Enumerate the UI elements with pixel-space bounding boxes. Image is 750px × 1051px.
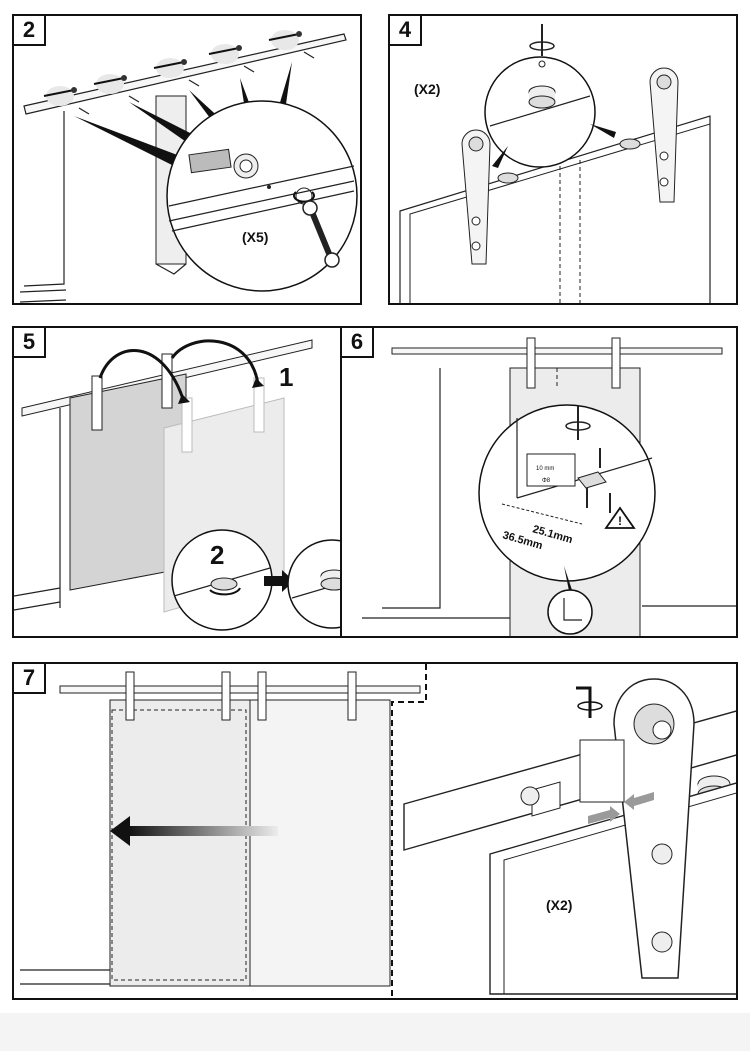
sub-step-callout-2: 2 bbox=[210, 540, 224, 570]
panel-step-4: 4 bbox=[388, 14, 738, 305]
step-2-illustration: (X5) bbox=[19, 30, 358, 303]
step-number-badge: 6 bbox=[342, 328, 374, 358]
hanger-detail bbox=[613, 678, 695, 979]
allen-key-icon bbox=[576, 686, 603, 718]
step-4-illustration: (X2) bbox=[399, 24, 711, 303]
drill-diameter-note: Φ8 bbox=[542, 478, 551, 484]
screwdriver-icon bbox=[565, 406, 591, 440]
arrow-left-icon bbox=[110, 816, 278, 846]
step-5-illustration: 1 2 bbox=[14, 339, 356, 631]
panel-step-2: 2 bbox=[12, 14, 362, 305]
hanger-right bbox=[649, 67, 679, 203]
door-left bbox=[109, 699, 251, 987]
panel-step-7: 7 bbox=[12, 662, 738, 1000]
step-number-badge: 4 bbox=[390, 16, 422, 46]
drill-depth-note: 10 mm bbox=[536, 466, 554, 472]
instruction-sheet: 2 bbox=[0, 0, 750, 1013]
step-number-badge: 5 bbox=[14, 328, 46, 358]
quantity-callout: (X5) bbox=[242, 229, 268, 245]
step-6-illustration: 10 mm Φ8 ! 25.1mm 36.5mm bbox=[362, 337, 736, 636]
panel-step-6: 6 10 mm Φ8 bbox=[340, 326, 738, 638]
panel-step-5: 5 1 2 bbox=[12, 326, 358, 638]
detail-zoom-circle bbox=[484, 56, 596, 168]
hanger-left bbox=[461, 129, 491, 265]
sub-step-callout-1: 1 bbox=[279, 362, 293, 392]
detail-zoom-circle bbox=[478, 404, 656, 582]
quantity-callout: (X2) bbox=[546, 897, 572, 913]
warning-mark: ! bbox=[618, 514, 622, 528]
double-arrow-icon bbox=[588, 792, 654, 824]
detail-zoom-circle bbox=[166, 100, 358, 292]
wrench-icon bbox=[302, 200, 340, 268]
step-number-badge: 7 bbox=[14, 664, 46, 694]
rail-bolts bbox=[43, 30, 315, 115]
warning-triangle-icon bbox=[604, 506, 636, 529]
quantity-callout: (X2) bbox=[414, 81, 440, 97]
detail-zoom-circle-floor bbox=[547, 589, 593, 635]
step-7-illustration: (X2) bbox=[20, 664, 736, 998]
rotate-arrow-icon bbox=[209, 587, 241, 596]
door-right bbox=[249, 699, 391, 987]
screwdriver-icon bbox=[529, 24, 555, 68]
step-number-badge: 2 bbox=[14, 16, 46, 46]
